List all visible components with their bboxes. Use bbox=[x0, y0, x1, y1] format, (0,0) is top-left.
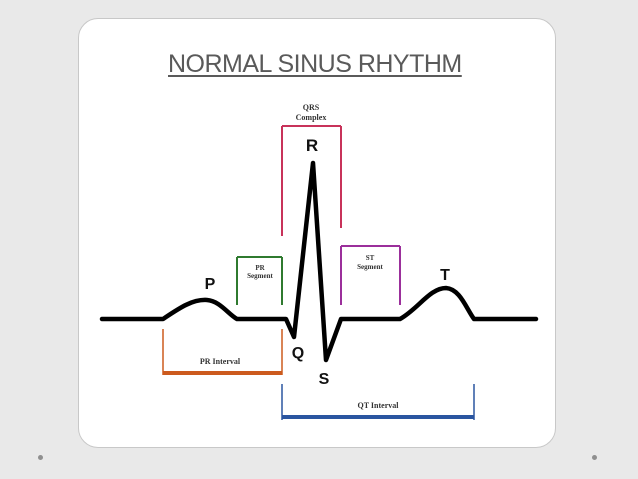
s-wave-label: S bbox=[319, 371, 330, 388]
slide-title: NORMAL SINUS RHYTHM bbox=[168, 50, 462, 78]
t-wave-label: T bbox=[440, 267, 450, 284]
pr-interval-bracket bbox=[162, 329, 283, 375]
qrs-complex-label-line2: Complex bbox=[296, 113, 327, 122]
pr-segment-label-line2: Segment bbox=[247, 272, 273, 280]
st-segment-label-line1: ST bbox=[366, 254, 375, 262]
p-wave-label: P bbox=[205, 276, 216, 293]
slide-nav-dot-left bbox=[38, 455, 43, 460]
qt-interval-label: QT Interval bbox=[358, 401, 400, 410]
ecg-waveform bbox=[99, 160, 539, 363]
pr-segment-bracket bbox=[236, 256, 283, 305]
qrs-complex-label-line1: QRS bbox=[303, 103, 320, 112]
pr-interval-label: PR Interval bbox=[200, 357, 241, 366]
slide-nav-dot-right bbox=[592, 455, 597, 460]
r-wave-label: R bbox=[306, 136, 318, 155]
st-segment-label-line2: Segment bbox=[357, 263, 383, 271]
qrs-complex-bracket bbox=[281, 125, 342, 236]
qt-interval-bracket bbox=[281, 384, 475, 420]
q-wave-label: Q bbox=[292, 345, 304, 362]
st-segment-bracket bbox=[340, 245, 401, 305]
pr-segment-label-line1: PR bbox=[255, 264, 265, 272]
